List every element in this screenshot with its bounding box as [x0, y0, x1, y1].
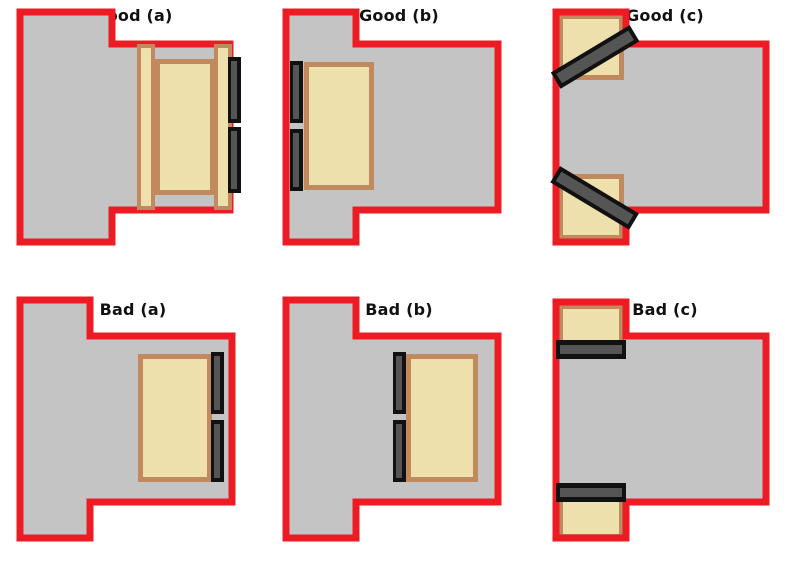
- panel-bad-a: Bad (a): [0, 290, 266, 567]
- angled-door-upper: [550, 25, 640, 89]
- panel-good-a: Good (a): [0, 0, 266, 277]
- hinge-upper: [290, 61, 303, 123]
- corner-pocket-lower-fill: [563, 502, 619, 534]
- panel-good-b: Good (b): [266, 0, 532, 277]
- door-panel: [160, 64, 210, 190]
- corner-pocket-upper-fill: [563, 309, 619, 341]
- jamb-post-right-core: [218, 48, 228, 206]
- panel-bad-c: Bad (c): [532, 290, 798, 567]
- hinge-lower: [393, 420, 406, 482]
- horizontal-bar-upper: [556, 340, 626, 359]
- panel-title: Good (c): [626, 6, 704, 25]
- panel-title: Good (b): [359, 6, 439, 25]
- wall-outline: [282, 8, 502, 246]
- horizontal-bar-lower: [556, 483, 626, 502]
- panel-drawing: [266, 0, 532, 277]
- panel-drawing: [0, 0, 266, 277]
- jamb-post-left-core: [141, 48, 151, 206]
- hinge-upper: [393, 352, 406, 414]
- wall-outline: [16, 296, 236, 542]
- angled-door-lower: [550, 166, 639, 230]
- hinge-upper: [211, 352, 224, 414]
- hinge-lower: [228, 127, 241, 193]
- panel-title: Bad (c): [632, 300, 698, 319]
- door-panel: [143, 359, 207, 477]
- hinge-lower: [290, 129, 303, 191]
- figure-grid: Good (a): [0, 0, 798, 542]
- panel-drawing: [266, 290, 532, 567]
- door-panel: [411, 359, 473, 477]
- panel-title: Bad (b): [365, 300, 433, 319]
- wall-outline: [552, 8, 770, 246]
- panel-drawing: [0, 290, 266, 567]
- panel-good-c: Good (c): [532, 0, 798, 277]
- wall-outline: [552, 298, 770, 542]
- panel-bad-b: Bad (b): [266, 290, 532, 567]
- door-panel: [309, 67, 369, 185]
- hinge-upper: [228, 57, 241, 123]
- panel-drawing: [532, 0, 798, 277]
- hinge-lower: [211, 420, 224, 482]
- panel-title: Bad (a): [99, 300, 167, 319]
- wall-outline: [282, 296, 502, 542]
- wall-mass: [556, 302, 766, 538]
- panel-drawing: [532, 290, 798, 567]
